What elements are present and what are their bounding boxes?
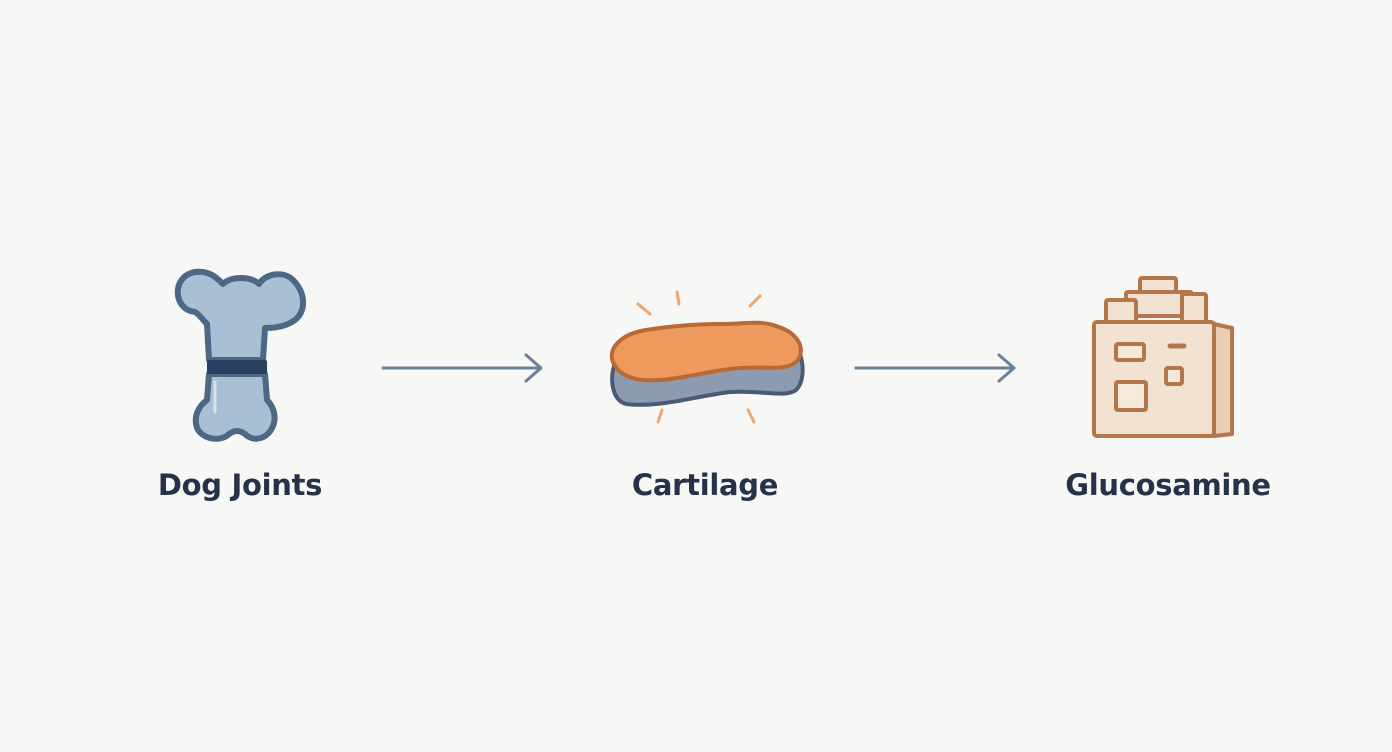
cartilage-icon [609,290,805,424]
node-label-cartilage: Cartilage [631,468,779,502]
arrow-icon [381,353,543,383]
node-label-glucosamine: Glucosamine [1065,468,1271,502]
supplement-box-icon [1092,276,1234,438]
bone-icon [174,268,306,442]
node-label-dog-joints: Dog Joints [157,468,323,502]
arrow-icon [854,353,1016,383]
